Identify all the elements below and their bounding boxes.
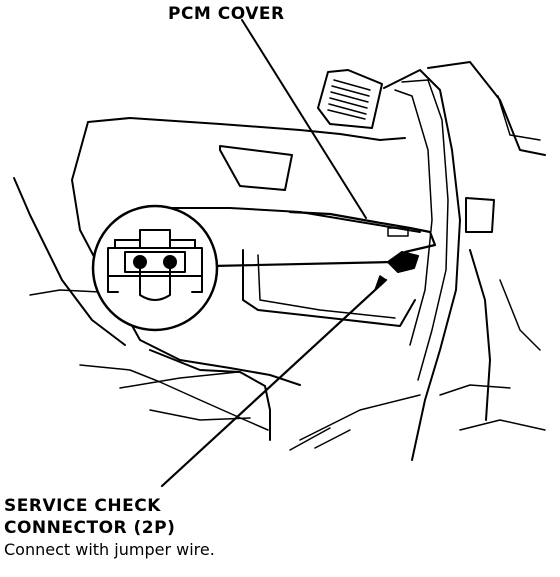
dash-left-strip (30, 290, 100, 295)
mirror-shape (466, 198, 494, 232)
service-check-label-line2: CONNECTOR (2P) (4, 518, 176, 538)
pillar-outer (384, 70, 460, 460)
dash-lower-left (80, 365, 268, 430)
dash-bottom-line (150, 410, 250, 420)
window-top (428, 62, 545, 155)
dash-lower-flap (120, 372, 238, 388)
connector-blob (388, 252, 418, 272)
door-edge (470, 250, 490, 420)
pcm-cover-label: PCM COVER (168, 4, 285, 24)
dash-upper-edge (88, 118, 405, 140)
window-frame (498, 96, 540, 140)
vent-slats (328, 80, 370, 119)
dash-left-outer (14, 178, 125, 345)
magnify-pointer-line (212, 262, 392, 266)
service-connector-leader (162, 280, 386, 486)
glovebox-pocket (243, 250, 415, 326)
connector-2p-detail (108, 230, 202, 300)
right-bottom (460, 420, 545, 430)
connector-housing-side-left (115, 240, 195, 248)
pcm-cover-tab (388, 228, 408, 236)
right-lower (500, 280, 540, 350)
service-check-label-line1: SERVICE CHECK (4, 496, 161, 516)
glovebox-inner (258, 255, 395, 318)
door-edge-2 (440, 385, 510, 395)
connector-lower-right (192, 276, 202, 292)
pcm-cover-bracket (290, 212, 435, 252)
door-hatch-2 (315, 430, 350, 448)
handle-recess (220, 146, 292, 190)
jumper-wire (140, 268, 170, 300)
connector-lower-left (108, 276, 118, 292)
service-check-note: Connect with jumper wire. (4, 540, 215, 559)
terminal-pin-left (134, 256, 146, 268)
pillar-mid (402, 80, 448, 380)
door-hatch-1 (290, 428, 330, 450)
dash-lower-curve (150, 350, 270, 440)
pillar-inner (395, 90, 432, 345)
terminal-pin-right (164, 256, 176, 268)
vent-outline (318, 70, 382, 128)
door-bottom (300, 395, 420, 440)
service-connector-arrowhead (375, 276, 386, 290)
pcm-cover-leader (242, 20, 366, 218)
connector-top-tab (140, 230, 170, 248)
